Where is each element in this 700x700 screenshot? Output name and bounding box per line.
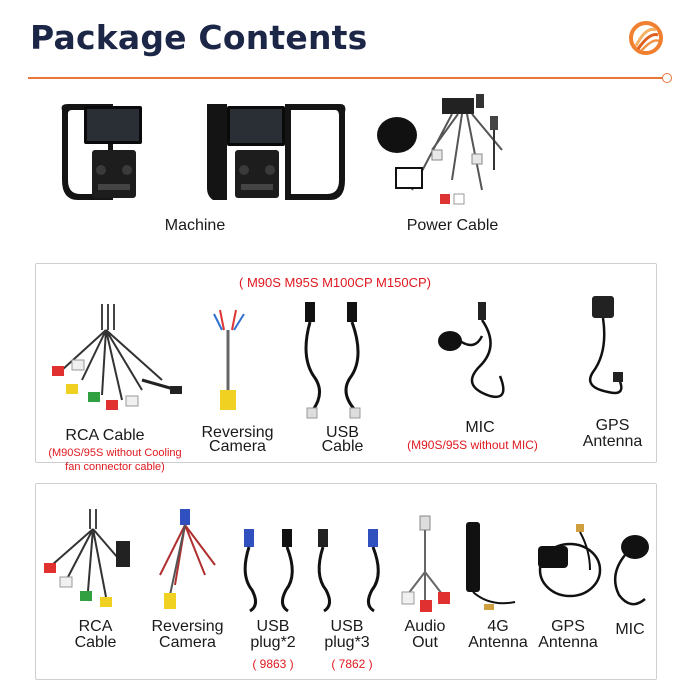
- audio-out-image: [401, 515, 450, 612]
- usb-plug-3-label: plug*3: [324, 634, 370, 651]
- gps-antenna-image: [538, 524, 602, 598]
- usb-plug-3-image: [317, 529, 380, 613]
- gps-antenna-label: Antenna: [538, 634, 598, 651]
- usb-cable-image: [304, 302, 361, 419]
- usb-cable-label: USB: [326, 424, 359, 441]
- rca-cable-note: fan connector cable): [65, 461, 165, 473]
- rca-cable-image: [44, 509, 130, 607]
- 4g-antenna-label: 4G: [487, 618, 509, 635]
- rca-cable-label: RCA: [78, 618, 113, 635]
- mic-image: [613, 535, 649, 606]
- usb-plug-2-image: [243, 529, 294, 613]
- usb-plug-2-label: plug*2: [250, 634, 296, 651]
- mic-label: MIC: [615, 621, 645, 638]
- page-title: Package Contents: [30, 18, 368, 57]
- power-cable-image: [377, 94, 503, 205]
- mic-label: MIC: [465, 419, 495, 436]
- rca-cable-image: [52, 304, 182, 410]
- head-unit-image: [207, 104, 346, 200]
- reversing-camera-label: Camera: [209, 438, 266, 455]
- gps-antenna-label: Antenna: [582, 433, 643, 450]
- gps-antenna-label: GPS: [595, 417, 630, 434]
- reversing-camera-label: Reversing: [151, 618, 224, 635]
- 4g-antenna-image: [466, 522, 516, 610]
- rca-cable-label: Cable: [74, 634, 117, 651]
- reversing-camera-image: [159, 509, 216, 609]
- reversing-camera-label: Reversing: [201, 424, 274, 441]
- divider-end-marker: [662, 73, 672, 83]
- mic-image: [438, 302, 505, 399]
- reversing-camera-image: [213, 309, 245, 410]
- gps-antenna-label: GPS: [551, 618, 585, 635]
- header-divider: [28, 77, 664, 79]
- head-unit-image: [61, 104, 142, 200]
- rca-cable-label: RCA Cable: [65, 427, 145, 444]
- accessories-box-2: [35, 483, 657, 680]
- audio-out-label: Out: [412, 634, 438, 651]
- mic-note: (M90S/95S without MIC): [407, 438, 538, 452]
- usb-plug-2-label: USB: [256, 618, 290, 635]
- brand-logo-icon: [629, 21, 663, 55]
- accessories-box-1: [35, 263, 657, 463]
- models-note: ( M90S M95S M100CP M150CP): [239, 275, 431, 290]
- reversing-camera-label: Camera: [159, 634, 216, 651]
- usb-plug-3-note: ( 7862 ): [331, 657, 373, 671]
- usb-plug-3-label: USB: [330, 618, 364, 635]
- power-cable-label: Power Cable: [406, 217, 499, 234]
- gps-antenna-image: [588, 296, 623, 395]
- audio-out-label: Audio: [404, 618, 446, 635]
- machine-label: Machine: [164, 217, 226, 234]
- 4g-antenna-label: Antenna: [468, 634, 528, 651]
- usb-plug-2-note: ( 9863 ): [252, 657, 294, 671]
- usb-cable-label: Cable: [321, 438, 364, 455]
- rca-cable-note: (M90S/95S without Cooling: [48, 447, 182, 459]
